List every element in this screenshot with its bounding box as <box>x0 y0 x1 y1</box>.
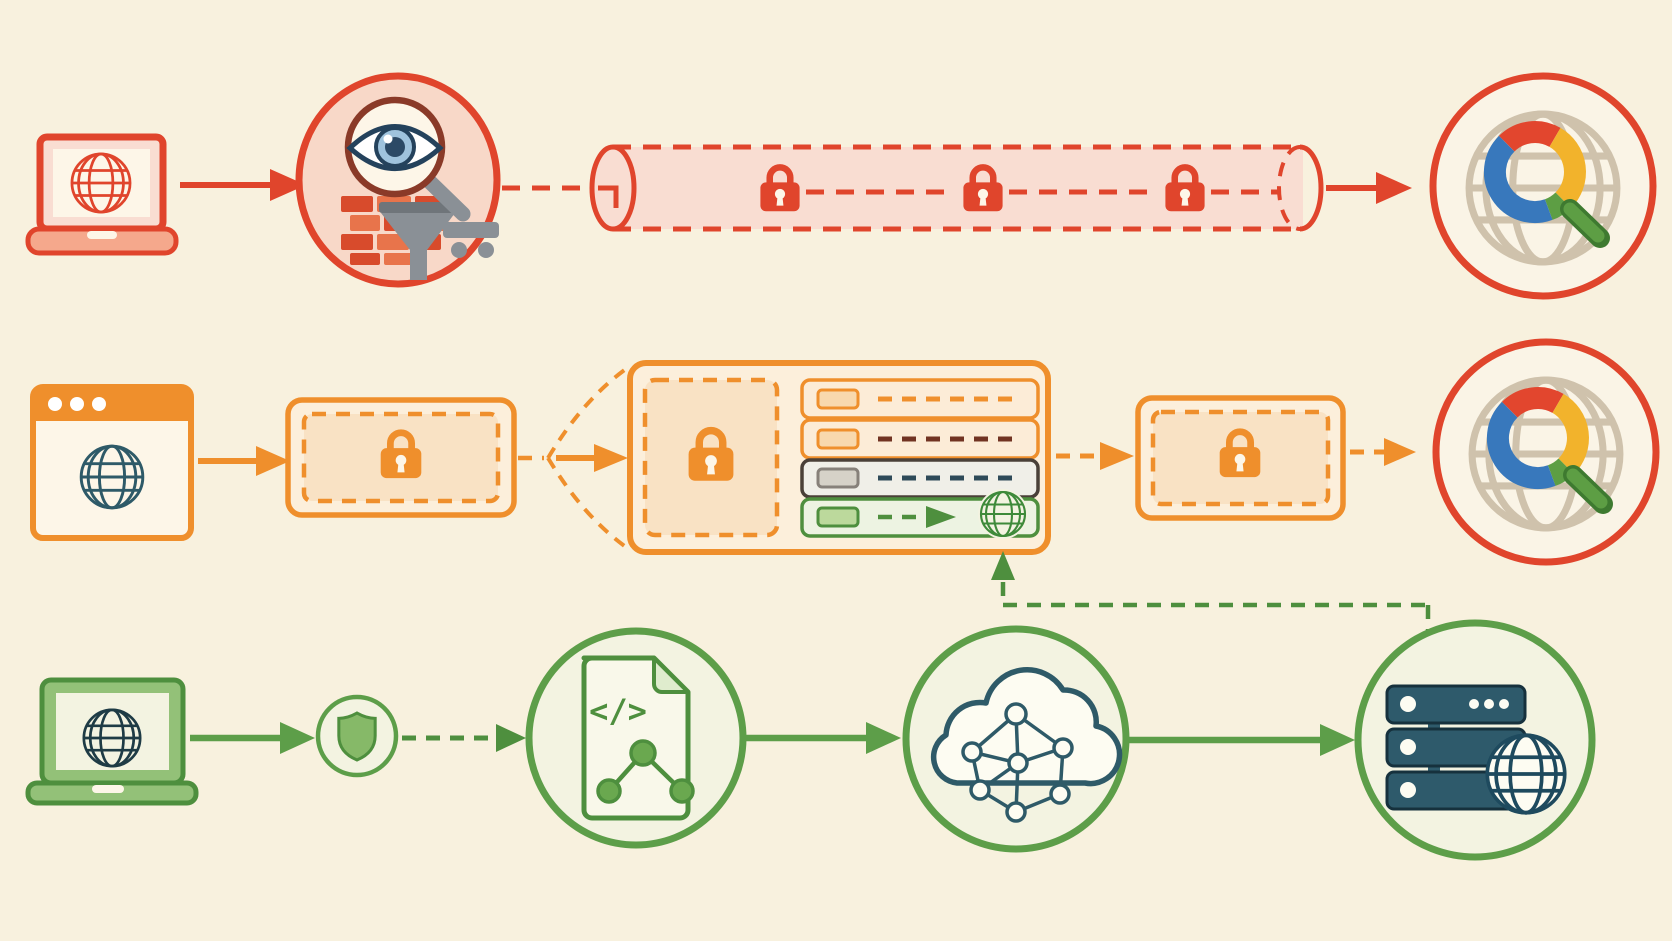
code-document-node: </> <box>525 627 747 849</box>
record-chip <box>816 467 860 489</box>
arrow-doc-to-cloud <box>746 722 901 754</box>
filter-bar-icon <box>443 222 499 238</box>
dot-icon <box>478 242 494 258</box>
eye-magnifier-icon <box>344 96 471 222</box>
flow-top-monitored <box>25 72 1653 296</box>
dot-icon <box>451 242 467 258</box>
encrypted-packet-1 <box>285 397 517 518</box>
server-stack-node <box>1354 619 1596 861</box>
arrow-packet2-to-search <box>1350 438 1416 466</box>
flow-bottom-secure: </> <box>25 619 1596 861</box>
share-nodes-icon <box>596 739 695 804</box>
browser-titlebar <box>33 387 191 421</box>
laptop-green <box>25 677 199 806</box>
shield-node <box>315 694 399 778</box>
browser-window <box>30 384 194 541</box>
search-engine-globe-middle <box>1436 342 1656 562</box>
cloud-network-node <box>902 625 1130 853</box>
laptop-screen <box>56 693 169 770</box>
record-row-1 <box>800 378 1040 420</box>
up-arrowhead <box>991 551 1015 580</box>
arrow-tunnel-to-search <box>1326 172 1412 204</box>
record-chip <box>816 388 860 410</box>
arrow-laptop-to-inspection <box>180 169 306 201</box>
laptop-red <box>25 133 179 256</box>
traffic-inspection-node <box>295 72 501 288</box>
packet-detail-view <box>627 360 1051 555</box>
zoom-fan-links <box>518 364 632 552</box>
arrow-laptop-to-shield <box>190 722 315 754</box>
window-dot-icon <box>92 397 106 411</box>
record-chip <box>816 506 860 528</box>
record-row-4-green <box>800 489 1040 539</box>
filter-funnel-icon <box>379 202 457 280</box>
server-stack-icon <box>1385 684 1527 811</box>
search-engine-globe-top <box>1433 76 1653 296</box>
window-dot-icon <box>48 397 62 411</box>
network-graph-icon <box>961 702 1074 823</box>
arrow-detail-to-packet2 <box>1056 442 1134 470</box>
dashed-arrow-shield-to-doc <box>402 724 526 752</box>
connector-server-to-green-record <box>991 551 1431 631</box>
record-row-2 <box>800 418 1040 460</box>
page-fold <box>652 656 690 694</box>
flow-middle-encrypted <box>30 342 1656 562</box>
record-row-3 <box>800 458 1040 499</box>
arrow-cloud-to-server <box>1128 724 1355 756</box>
encrypted-packet-2 <box>1135 395 1346 521</box>
arrow-browser-to-packet <box>198 446 290 476</box>
code-glyph: </> <box>589 692 647 730</box>
record-chip <box>816 428 860 450</box>
window-dot-icon <box>70 397 84 411</box>
monitored-tunnel <box>589 144 1324 232</box>
document-icon <box>581 655 691 821</box>
shield-icon <box>337 711 377 762</box>
